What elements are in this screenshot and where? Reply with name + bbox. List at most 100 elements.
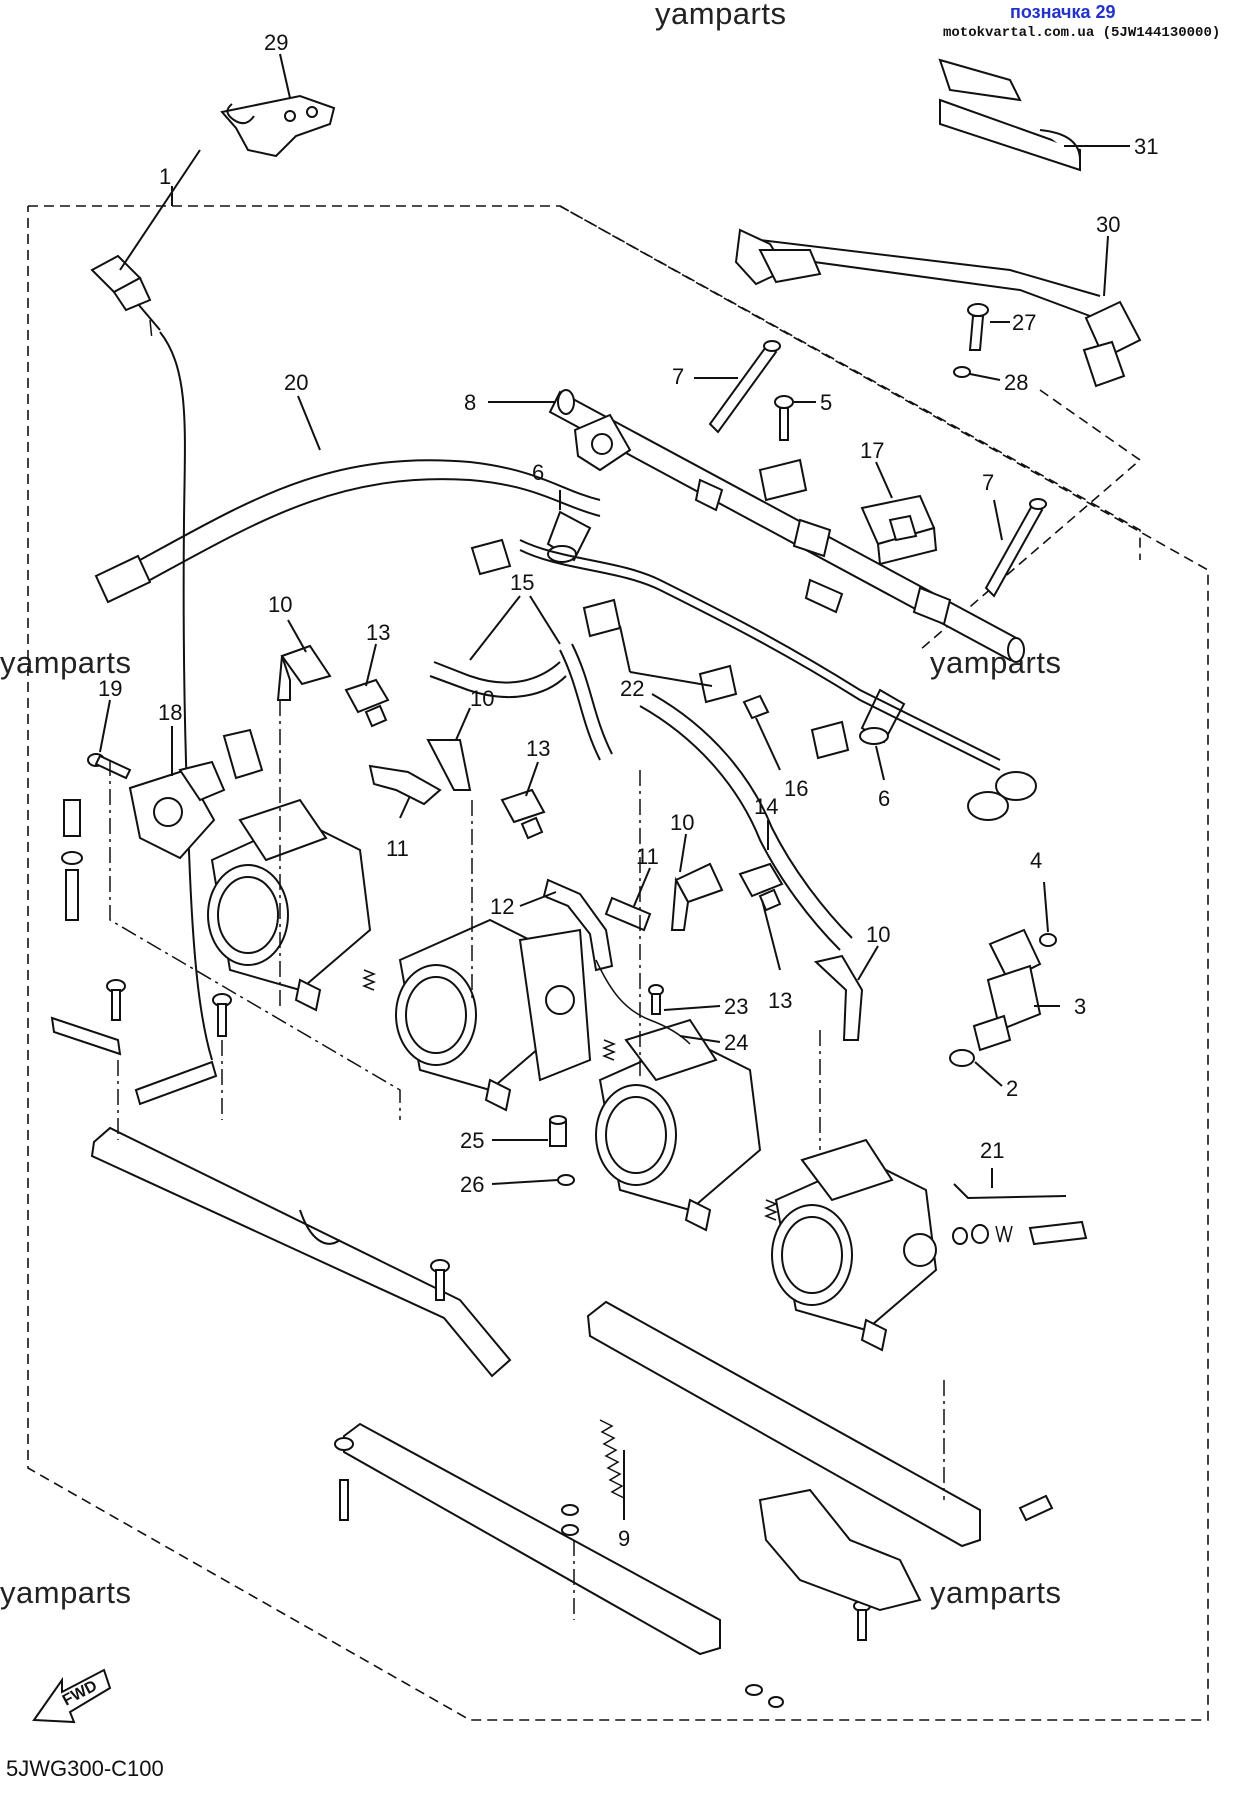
callout-15-label: 15	[510, 570, 534, 595]
part-29-link[interactable]: позначка 29	[1010, 2, 1116, 22]
rail-bolt-5	[561, 1504, 579, 1536]
callout-10-b: 10	[455, 686, 494, 741]
callout-1: 1	[119, 149, 201, 271]
callout-25: 25	[460, 1128, 548, 1153]
callout-22: 22	[619, 625, 713, 701]
linkage-plate-left-2	[134, 1060, 218, 1106]
callout-7-upper-label: 7	[672, 364, 684, 389]
part-10-hose-a	[276, 644, 332, 701]
callout-19-label: 19	[98, 676, 122, 701]
part-4-o-ring	[1039, 933, 1057, 947]
callout-8-label: 8	[464, 390, 476, 415]
callout-3: 3	[1034, 994, 1086, 1019]
callout-29-label: 29	[264, 30, 288, 55]
part-1-sensor	[90, 254, 161, 331]
callout-7-upper: 7	[672, 364, 738, 389]
callout-4-label: 4	[1030, 848, 1042, 873]
left-adjuster-stack	[61, 799, 83, 921]
part-7-bolt-upper	[708, 340, 781, 434]
callout-13-b: 13	[525, 736, 550, 797]
throttle-body-3	[595, 1018, 762, 1232]
callout-11-b-label: 11	[636, 844, 659, 869]
callout-2-label: 2	[1006, 1076, 1018, 1101]
site-reference: motokvartal.com.ua (5JW144130000)	[943, 25, 1221, 41]
part-2-seal	[949, 1049, 975, 1067]
throttle-body-1	[207, 798, 372, 1012]
part-31-clip	[938, 58, 1081, 172]
part-10-hose-c	[670, 862, 724, 931]
callout-5: 5	[794, 390, 832, 415]
spring-1	[361, 969, 377, 991]
part-25-cap	[549, 1115, 567, 1147]
rail-bolt-6	[1018, 1494, 1054, 1522]
watermark-right-bottom: yamparts	[930, 1575, 1062, 1610]
callout-10-c: 10	[670, 810, 694, 873]
part-5-screw	[774, 395, 794, 441]
callout-3-label: 3	[1074, 994, 1086, 1019]
spring-2	[601, 1039, 617, 1061]
callout-20: 20	[284, 370, 321, 451]
spring-3	[763, 1199, 779, 1221]
callout-29: 29	[264, 30, 291, 99]
linkage-rail-left	[90, 1126, 512, 1378]
part-13-switch-b	[500, 788, 546, 840]
part-13-switch-a	[344, 678, 390, 728]
callout-23-label: 23	[724, 994, 748, 1019]
callout-24-label: 24	[724, 1030, 748, 1055]
watermark-left-middle: yamparts	[0, 645, 132, 680]
callout-10-d: 10	[857, 922, 890, 981]
callout-17-label: 17	[860, 438, 884, 463]
part-9-spring	[599, 1419, 625, 1499]
callout-14: 14	[754, 794, 778, 850]
callout-13-c-label: 13	[768, 988, 792, 1013]
callout-21-label: 21	[980, 1138, 1004, 1163]
rail-bolt-1	[106, 979, 126, 1021]
callout-12: 12	[490, 891, 557, 919]
part-13-switch-c	[738, 862, 784, 912]
part-14-hose	[639, 693, 853, 951]
callout-8: 8	[464, 390, 556, 415]
callout-20-label: 20	[284, 370, 308, 395]
callout-9-label: 9	[618, 1526, 630, 1551]
callout-10-d-label: 10	[866, 922, 890, 947]
rail-bolt-2	[212, 993, 232, 1037]
callout-13-b-label: 13	[526, 736, 550, 761]
callout-16: 16	[755, 717, 808, 801]
idle-speed-actuator	[758, 1488, 922, 1612]
linkage-rail-right	[586, 1300, 981, 1548]
callout-31: 31	[1064, 134, 1158, 159]
rail-bolt-4	[334, 1437, 354, 1521]
callout-11-a-label: 11	[386, 836, 409, 861]
callout-9: 9	[618, 1450, 630, 1551]
callout-28: 28	[969, 370, 1028, 395]
callout-12-label: 12	[490, 894, 514, 919]
callout-21: 21	[980, 1138, 1004, 1188]
part-16-clip	[742, 694, 770, 720]
callout-28-label: 28	[1004, 370, 1028, 395]
rail-bolt-7	[853, 1600, 871, 1641]
linkage-rail-bottom	[343, 1422, 721, 1656]
rail-bolt-3	[430, 1259, 450, 1301]
part-21-screw-set	[952, 1183, 1088, 1246]
callout-13-a: 13	[365, 620, 390, 687]
inner-boundary-upper	[559, 205, 1141, 560]
callout-6-lower: 6	[875, 745, 890, 811]
throttle-body-2	[395, 918, 592, 1112]
part-18-tps	[128, 728, 264, 860]
part-11-hose-b	[604, 896, 652, 932]
watermark-left-bottom: yamparts	[0, 1575, 132, 1610]
callout-10-c-label: 10	[670, 810, 694, 835]
part-19-screw	[87, 753, 132, 780]
callout-7-right: 7	[982, 470, 1003, 541]
part-23-screw	[648, 984, 664, 1015]
callout-25-label: 25	[460, 1128, 484, 1153]
callout-16-label: 16	[784, 776, 808, 801]
part-6-hose-upper	[546, 510, 592, 563]
part-6-hose-lower	[859, 688, 906, 745]
callout-14-label: 14	[754, 794, 778, 819]
callout-30: 30	[1096, 212, 1120, 297]
callout-6-upper-label: 6	[532, 460, 544, 485]
diagram-code: 5JWG300-C100	[6, 1756, 164, 1781]
part-10-hose-d	[813, 954, 864, 1041]
